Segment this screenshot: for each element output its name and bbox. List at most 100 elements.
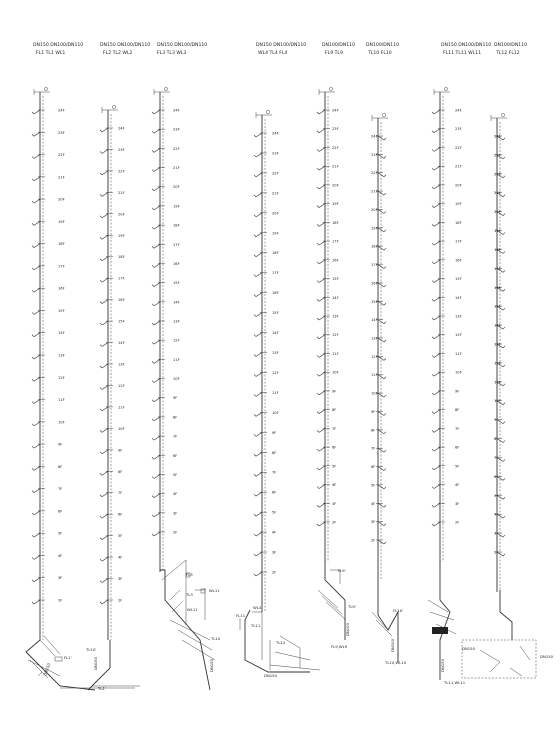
floor-label: 6F — [272, 491, 276, 495]
stack-header-1-line1: DN150 DN100/DN110 — [33, 42, 83, 48]
floor-branch — [151, 109, 161, 115]
floor-branch — [151, 205, 161, 211]
floor-branch — [31, 354, 41, 360]
floor-label: 23F — [272, 151, 279, 155]
floor-branch — [316, 278, 326, 283]
floor-label: 16F — [58, 287, 65, 291]
label-s7-dn150: DN150 — [440, 658, 445, 672]
floor-branch — [253, 272, 263, 277]
floor-branch — [431, 128, 441, 133]
floor-label: 11F — [371, 373, 378, 377]
floor-branch — [151, 320, 161, 326]
floor-branch — [31, 132, 41, 137]
floor-label: 14F — [332, 296, 339, 300]
floor-branch — [431, 484, 441, 489]
floor-branch — [31, 243, 41, 248]
floor-branch — [431, 109, 441, 115]
floor-branch — [253, 312, 263, 317]
label-wl11-b: WL11 — [209, 588, 220, 593]
floor-label: 13F — [371, 337, 378, 341]
floor-label: 10F — [58, 420, 65, 424]
floor-branch — [377, 429, 387, 435]
floor-branch — [316, 371, 326, 377]
label-s8-dn150-b: DN150 — [540, 654, 554, 659]
floor-branch — [99, 170, 109, 176]
floor-label: 9F — [272, 431, 276, 435]
floor-branch — [253, 132, 263, 138]
floor-label: 7F — [371, 447, 375, 451]
floor-branch — [496, 343, 506, 349]
floor-label: 24F — [371, 135, 378, 139]
floor-branch — [431, 147, 441, 152]
floor-label: 4F — [494, 513, 498, 517]
floor-label: 23F — [173, 128, 180, 132]
floor-branch — [377, 356, 387, 361]
floor-branch — [31, 310, 41, 315]
floor-branch — [377, 337, 387, 343]
floor-branch — [31, 287, 41, 293]
floor-branch — [377, 484, 387, 490]
label-s3-dn150: DN150 — [209, 658, 214, 672]
riser-stack-1: 24F23F22F21F20F19F18F17F16F15F14F13F12F1… — [31, 87, 65, 640]
floor-label: 13F — [118, 363, 125, 367]
floor-label: 6F — [332, 446, 336, 450]
vent-cap-icon — [44, 87, 48, 91]
floor-branch — [151, 301, 161, 307]
label-s4-dn150: DN150 — [264, 673, 278, 678]
label-s5-dn100: DN100 — [345, 622, 350, 636]
vent-cap — [101, 107, 118, 113]
floor-branch — [316, 203, 326, 208]
floor-label: 20F — [272, 211, 279, 215]
floor-label: 17F — [58, 264, 65, 268]
floor-label: 7F — [58, 487, 62, 491]
stack-header-8-line1: DN100/DN110 — [494, 42, 527, 48]
floor-label: 21F — [332, 165, 339, 169]
floor-branch — [99, 471, 109, 476]
floor-branch — [151, 186, 161, 191]
floor-label: 15F — [58, 309, 65, 313]
label-s2-dn150: DN150 — [93, 656, 98, 670]
floor-branch — [377, 503, 387, 508]
floor-label: 11F — [494, 380, 501, 384]
floor-label: 21F — [58, 175, 65, 179]
floor-label: 19F — [272, 231, 279, 235]
vent-cap-icon — [266, 110, 270, 114]
floor-label: 3F — [455, 502, 459, 506]
floor-branch — [496, 457, 506, 462]
floor-branch — [377, 245, 387, 251]
stack-1-bottom-detail: FL1' TL10' DN150 DN150 TL1' — [25, 635, 140, 691]
floor-branch — [316, 259, 326, 265]
stack-header-7-line2: FL11 TL11 WL11 — [443, 50, 481, 56]
label-fl1-prime: FL1' — [64, 655, 72, 660]
floor-label: 5F — [371, 483, 375, 487]
floor-branch — [151, 167, 161, 172]
floor-branch — [496, 305, 506, 311]
floor-label: 21F — [118, 191, 125, 195]
floor-label: 6F — [118, 513, 122, 517]
floor-branch — [496, 268, 506, 273]
floor-branch — [377, 264, 387, 269]
floor-label: 20F — [58, 198, 65, 202]
floor-label: 15F — [118, 320, 125, 324]
floor-branch — [31, 221, 41, 226]
label-tl1-prime: TL1' — [97, 685, 106, 691]
floor-branch — [431, 240, 441, 246]
floor-label: 18F — [332, 221, 339, 225]
floor-branch — [151, 474, 161, 479]
floor-branch — [377, 172, 387, 177]
stack-headers: DN150 DN100/DN110 FL1 TL1 WL1 DN150 DN10… — [33, 42, 527, 56]
floor-branch — [377, 282, 387, 288]
floor-branch — [253, 332, 263, 337]
label-tl10-wl10: TL10,WL10 — [384, 660, 407, 665]
floor-label: 23F — [58, 131, 65, 135]
stack-header-6-line2: TL10 FL10 — [367, 50, 392, 56]
floor-branch — [253, 232, 263, 238]
floor-label: 5F — [58, 532, 62, 536]
floor-label: 11F — [173, 358, 180, 362]
floor-branch — [431, 278, 441, 283]
floor-label: 12F — [173, 339, 180, 343]
floor-label: 9F — [455, 389, 459, 393]
floor-label: 13F — [494, 343, 501, 347]
floor-branch — [151, 397, 161, 402]
floor-label: 2F — [332, 521, 336, 525]
